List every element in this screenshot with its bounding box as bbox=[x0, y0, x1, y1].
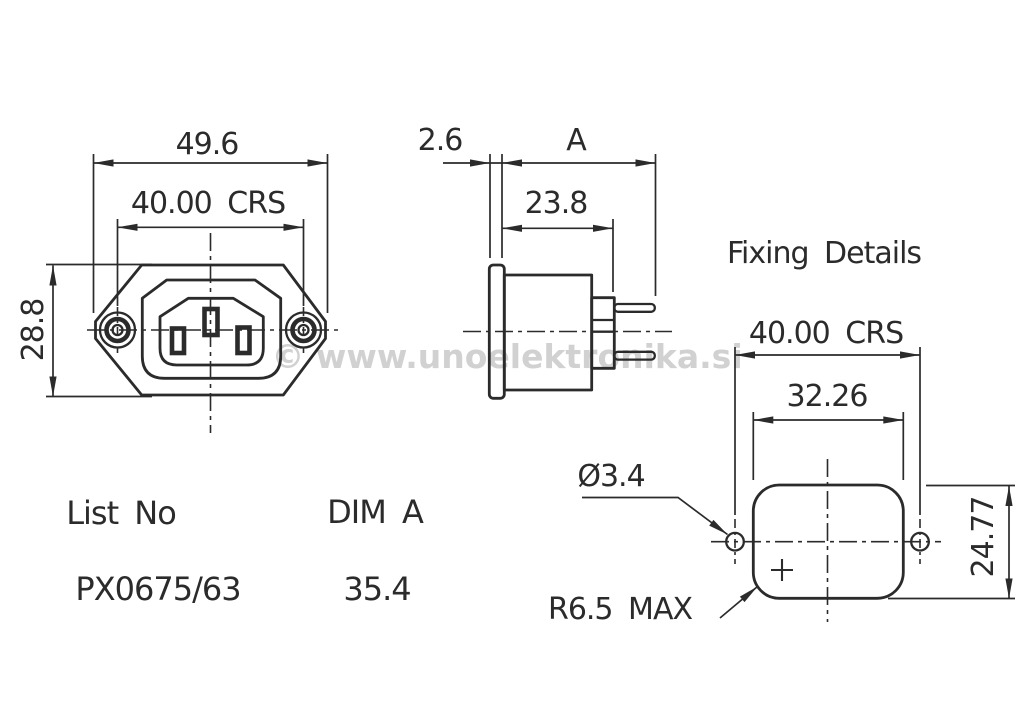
table-header-dim-a: DIM A bbox=[327, 493, 424, 531]
arrowhead bbox=[502, 159, 522, 167]
front-socket-face bbox=[158, 296, 265, 367]
front-dimensions: 49.6 40.00 CRS 28.8 bbox=[16, 127, 329, 398]
dim-front-crs-label: 40.00 CRS bbox=[131, 186, 285, 221]
arrowhead bbox=[470, 159, 490, 167]
arrowhead bbox=[307, 159, 328, 167]
left-pin-slot bbox=[169, 326, 187, 356]
side-rear-step bbox=[590, 296, 616, 370]
dim-side-depth-label: A bbox=[566, 123, 587, 158]
dim-line-front-crs bbox=[116, 219, 305, 306]
dim-fixing-crs-label: 40.00 CRS bbox=[749, 316, 903, 351]
cutout-left-hole bbox=[725, 531, 745, 552]
hole-diameter-leader bbox=[582, 496, 729, 536]
arrowhead bbox=[93, 159, 114, 167]
arrowhead bbox=[593, 224, 613, 232]
dim-cutout-height-label: 24.77 bbox=[966, 497, 1001, 578]
side-dimensions: 2.6 A 23.8 bbox=[418, 123, 657, 296]
front-hole-centerlines bbox=[116, 307, 305, 353]
right-pin-slot bbox=[235, 325, 252, 356]
panel-cutout-outline bbox=[751, 483, 905, 600]
parts-table: List No DIM A PX0675/63 35.4 bbox=[66, 493, 425, 608]
arrowhead bbox=[753, 416, 774, 424]
corner-radius-label: R6.5 MAX bbox=[548, 592, 692, 627]
dim-line-front-width bbox=[92, 154, 329, 313]
cutout-right-hole bbox=[910, 531, 930, 552]
dim-line-front-height bbox=[46, 263, 152, 398]
front-flange-outline bbox=[94, 263, 327, 397]
hole-diameter-label: Ø3.4 bbox=[577, 459, 644, 494]
fixing-details-title: Fixing Details bbox=[727, 236, 921, 271]
arrowhead bbox=[49, 265, 57, 286]
front-view bbox=[87, 233, 339, 433]
dim-cutout-width-label: 32.26 bbox=[787, 379, 868, 414]
arrowhead bbox=[502, 224, 522, 232]
dim-a-value: 35.4 bbox=[343, 570, 410, 608]
part-number-value: PX0675/63 bbox=[75, 570, 240, 608]
fixing-dimensions: 40.00 CRS 32.26 24.77 Ø3.4 R6.5 MAX bbox=[548, 316, 1015, 627]
side-top-pin bbox=[613, 302, 656, 313]
front-recess-outline bbox=[140, 278, 283, 380]
fixing-details-view: Fixing Details bbox=[711, 236, 941, 622]
front-right-mounting-hole bbox=[284, 311, 323, 349]
arrowhead bbox=[117, 223, 138, 231]
arrowhead bbox=[635, 159, 656, 167]
arrowhead bbox=[1005, 486, 1013, 506]
arrowhead bbox=[1005, 578, 1013, 599]
earth-pin-slot bbox=[202, 306, 220, 338]
side-bottom-pin bbox=[613, 350, 656, 361]
dim-side-flange-label: 2.6 bbox=[418, 123, 463, 158]
watermark: © www.unoelektronika.si bbox=[271, 337, 742, 376]
dim-line-side-top bbox=[443, 154, 657, 296]
arrowhead bbox=[283, 223, 304, 231]
dim-line-cutout-width bbox=[752, 412, 905, 480]
side-view bbox=[463, 263, 672, 400]
dim-front-width-label: 49.6 bbox=[176, 127, 239, 162]
cutout-hole-centerlines bbox=[734, 519, 921, 564]
center-cross-mark bbox=[771, 559, 793, 581]
table-header-list-no: List No bbox=[66, 494, 176, 532]
side-step-lines bbox=[591, 318, 615, 333]
arrowhead bbox=[49, 376, 57, 397]
arrowhead bbox=[883, 416, 904, 424]
dim-side-body-label: 23.8 bbox=[525, 186, 588, 221]
front-left-mounting-hole bbox=[98, 311, 137, 349]
arrowhead bbox=[900, 351, 920, 359]
dim-line-fixing-crs bbox=[734, 347, 921, 515]
dim-front-height-label: 28.8 bbox=[16, 299, 51, 362]
